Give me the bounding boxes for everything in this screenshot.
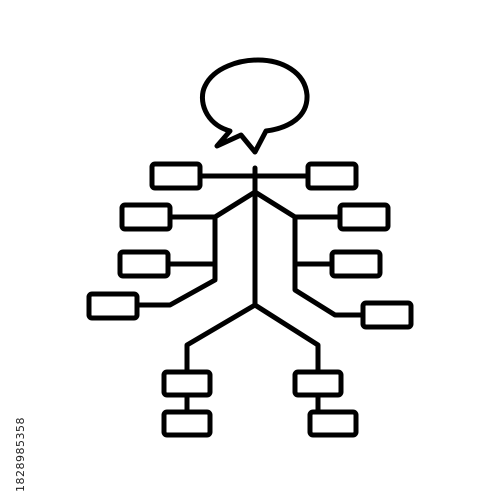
box-top-right	[305, 161, 359, 191]
box-left-3	[117, 249, 171, 279]
bottom-right-leg-line	[252, 302, 321, 375]
side-code: 1828985358	[14, 417, 27, 492]
box-bottom-left-1	[161, 369, 213, 398]
box-top-left	[149, 161, 203, 191]
box-bottom-right-1	[292, 369, 344, 398]
box-right-4	[360, 300, 414, 330]
box-bottom-right-2	[307, 409, 359, 438]
box-right-3	[329, 249, 383, 279]
speech-bubble-icon	[199, 57, 310, 155]
box-right-2	[337, 202, 391, 232]
bottom-left-leg-line	[184, 302, 258, 375]
right-connector-line	[252, 189, 366, 318]
box-left-4	[86, 291, 140, 321]
box-bottom-left-2	[161, 409, 213, 438]
left-connector-line	[134, 189, 258, 308]
box-left-2	[119, 202, 173, 232]
